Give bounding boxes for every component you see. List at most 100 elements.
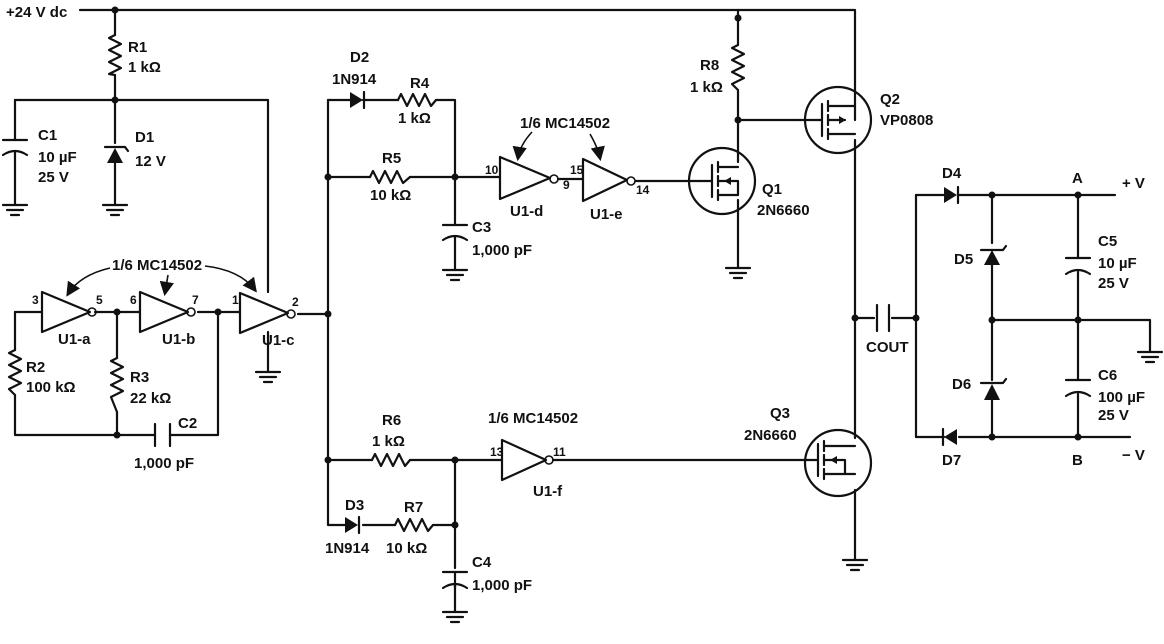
inverter-u1f (500, 438, 554, 482)
d6-ref: D6 (952, 376, 971, 393)
u1f-out: 11 (553, 445, 566, 459)
u1b-out: 7 (192, 293, 199, 307)
r7-value: 10 kΩ (386, 540, 427, 557)
d5-zener-symbol (979, 244, 1008, 265)
d1-zener-symbol (103, 145, 130, 163)
c3-symbol (441, 223, 469, 246)
u1f-in: 13 (490, 445, 504, 459)
d7-ref: D7 (942, 452, 961, 469)
c6-value: 100 µF (1098, 389, 1145, 406)
r2-ref: R2 (26, 359, 45, 376)
r4-value: 1 kΩ (398, 110, 431, 127)
ground-c3 (441, 268, 469, 282)
u1a-in: 3 (32, 293, 39, 307)
junctions (111, 6, 1082, 529)
d2-ref: D2 (350, 49, 369, 66)
d4-ref: D4 (942, 165, 962, 182)
labels: +24 V dc R1 1 kΩ C1 10 µF 25 V D1 12 V 1… (6, 4, 1145, 594)
cout-ref: COUT (866, 339, 909, 356)
u1e-ref: U1-e (590, 206, 623, 223)
q3-ref: Q3 (770, 405, 790, 422)
u1a-ref: U1-a (58, 331, 91, 348)
u1c-ref: U1-c (262, 332, 295, 349)
c3-ref: C3 (472, 219, 491, 236)
ic-label-bottom: 1/6 MC14502 (488, 410, 578, 427)
q2-value: VP0808 (880, 112, 933, 129)
inverter-u1b (138, 290, 196, 334)
d6-zener-symbol (979, 377, 1008, 400)
r1-symbol (107, 33, 123, 77)
q2-mosfet (798, 85, 873, 155)
r3-symbol (109, 356, 125, 414)
ic-arrows (66, 131, 605, 297)
r4-symbol (396, 92, 438, 108)
q2-ref: Q2 (880, 91, 900, 108)
c5-symbol (1064, 256, 1092, 276)
c5-rating: 25 V (1098, 275, 1129, 292)
d7-symbol (941, 427, 957, 447)
r8-symbol (730, 43, 746, 92)
c1-rating: 25 V (38, 169, 69, 186)
u1a-out: 5 (96, 293, 103, 307)
q3-value: 2N6660 (744, 427, 797, 444)
output-positive-label: + V (1122, 175, 1145, 192)
r5-ref: R5 (382, 150, 401, 167)
d1-ref: D1 (135, 129, 154, 146)
d1-value: 12 V (135, 153, 166, 170)
ground-c1 (1, 203, 29, 217)
ground-u1c (254, 370, 282, 384)
ic-label-osc: 1/6 MC14502 (112, 257, 202, 274)
cout-symbol (875, 303, 891, 333)
r3-value: 22 kΩ (130, 390, 171, 407)
transistors (687, 85, 873, 498)
r3-ref: R3 (130, 369, 149, 386)
c4-ref: C4 (472, 554, 492, 571)
r6-ref: R6 (382, 412, 401, 429)
c6-ref: C6 (1098, 367, 1117, 384)
r8-ref: R8 (700, 57, 719, 74)
node-b-label: B (1072, 452, 1083, 469)
inverter-u1d (498, 155, 559, 201)
u1b-in: 6 (130, 293, 137, 307)
r2-symbol (7, 348, 23, 397)
d4-symbol (944, 185, 960, 205)
r5-symbol (368, 169, 412, 185)
c6-symbol (1064, 378, 1092, 398)
r5-value: 10 kΩ (370, 187, 411, 204)
capacitors (1, 138, 1092, 608)
c1-ref: C1 (38, 127, 57, 144)
inverter-u1a (40, 290, 97, 334)
q1-ref: Q1 (762, 181, 782, 198)
r1-value: 1 kΩ (128, 59, 161, 76)
q3-mosfet (803, 428, 873, 498)
r8-value: 1 kΩ (690, 79, 723, 96)
c4-value: 1,000 pF (472, 577, 532, 594)
ground-q1 (724, 266, 752, 280)
output-negative-label: − V (1122, 447, 1145, 464)
d3-ref: D3 (345, 497, 364, 514)
inverter-u1c (238, 291, 296, 335)
ground-output (1136, 350, 1164, 364)
c2-ref: C2 (178, 415, 197, 432)
ground-q3 (841, 558, 869, 572)
r2-value: 100 kΩ (26, 379, 76, 396)
c1-value: 10 µF (38, 149, 77, 166)
inverters (40, 155, 636, 482)
u1d-in: 10 (485, 163, 499, 177)
d5-ref: D5 (954, 251, 973, 268)
r1-ref: R1 (128, 39, 147, 56)
u1f-ref: U1-f (533, 483, 563, 500)
diodes (103, 90, 1008, 535)
node-a-label: A (1072, 170, 1083, 187)
d3-value: 1N914 (325, 540, 370, 557)
u1c-out: 2 (292, 295, 299, 309)
u1d-ref: U1-d (510, 203, 543, 220)
c5-value: 10 µF (1098, 255, 1137, 272)
q1-mosfet (687, 146, 757, 216)
c5-ref: C5 (1098, 233, 1117, 250)
d2-value: 1N914 (332, 71, 377, 88)
r4-ref: R4 (410, 75, 430, 92)
r6-symbol (370, 452, 412, 468)
wires (13, 8, 1152, 614)
